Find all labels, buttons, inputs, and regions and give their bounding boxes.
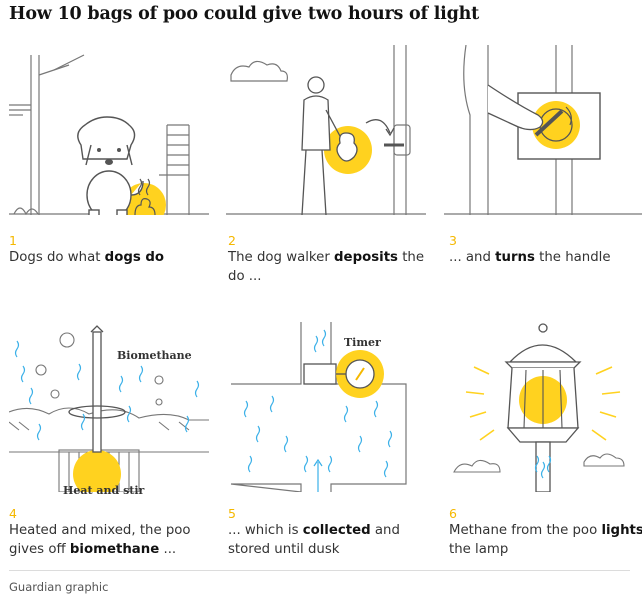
step-caption-4: 4 Heated and mixed, the poo gives off bi…	[9, 506, 191, 557]
biomethane-label: Biomethane	[117, 349, 192, 362]
step-caption-1: 1 Dogs do what dogs do	[9, 233, 165, 265]
panel-storage: Timer	[226, 322, 426, 492]
heat-and-stir-label: Heat and stir	[63, 484, 145, 497]
page-title: How 10 bags of poo could give two hours …	[9, 4, 480, 24]
step-caption-3: 3 ... and turns the handle	[449, 233, 611, 265]
digester-illustration	[9, 325, 209, 492]
lamp-illustration	[453, 323, 625, 492]
footer-divider	[9, 570, 630, 571]
handle-illustration	[444, 45, 642, 215]
panel-handle	[444, 45, 642, 215]
timer-label: Timer	[344, 336, 381, 349]
dog-illustration	[9, 54, 209, 215]
panel-lamp	[444, 322, 642, 492]
deposit-illustration	[226, 45, 426, 215]
highlight-circle	[73, 450, 121, 492]
step-caption-2: 2 The dog walker deposits the do ...	[228, 233, 425, 284]
step-caption-6: 6 Methane from the poo lights the lamp	[449, 506, 642, 557]
highlight-circle	[532, 101, 580, 149]
panel-digester: Biomethane Heat and stir	[9, 322, 209, 497]
storage-illustration	[230, 322, 407, 492]
panel-deposit	[226, 45, 426, 215]
step-caption-5: 5 ... which is collected and stored unti…	[228, 506, 400, 557]
credit-text: Guardian graphic	[9, 580, 109, 594]
panel-dog	[9, 45, 209, 215]
